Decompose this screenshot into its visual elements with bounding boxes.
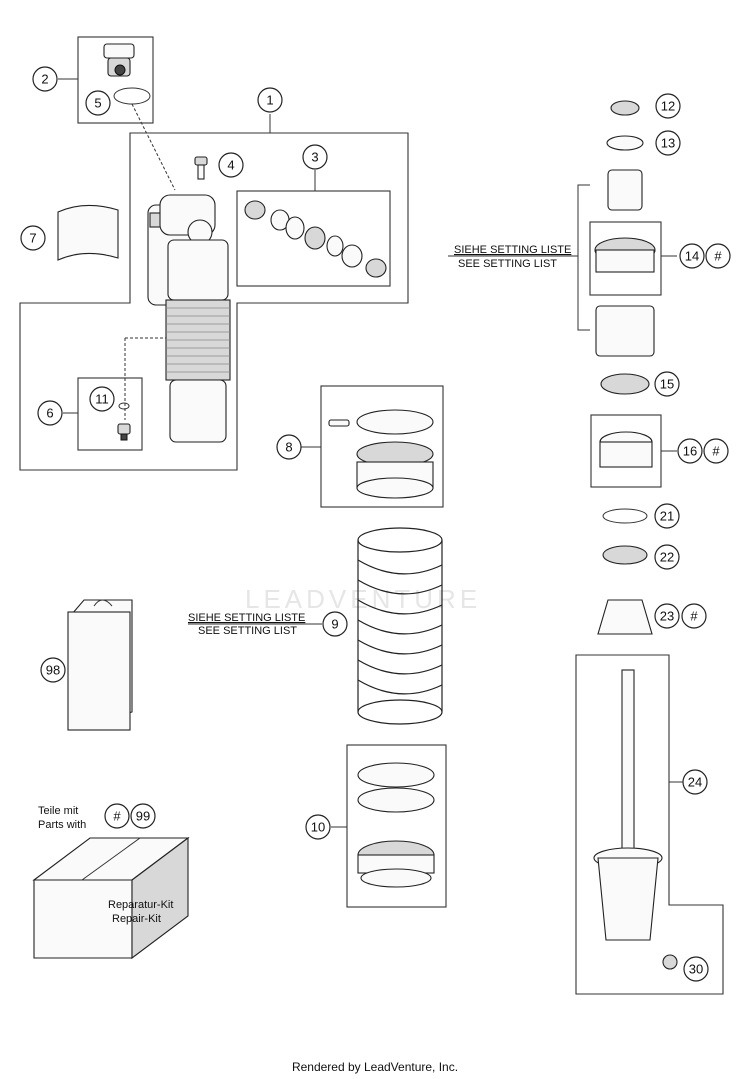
callout-98: 98 [40, 657, 66, 683]
seal-kit-parts [244, 200, 387, 278]
callout-12: 12 [655, 93, 681, 119]
hash-14: # [705, 243, 731, 269]
spring-adjuster-parts [328, 409, 434, 499]
svg-text:5: 5 [94, 96, 101, 111]
svg-text:30: 30 [689, 962, 703, 977]
shock-absorber-body [147, 194, 231, 443]
svg-text:22: 22 [660, 550, 674, 565]
repair-kit-box: Reparatur-Kit Repair-Kit [32, 836, 190, 960]
kit-label-en: Repair-Kit [112, 913, 161, 925]
parts-with-en: Parts with [38, 819, 86, 831]
svg-text:24: 24 [688, 775, 702, 790]
callout-9: 9 [322, 611, 348, 637]
svg-text:7: 7 [29, 231, 36, 246]
kit-label-de: Reparatur-Kit [108, 899, 173, 911]
box-item-10 [346, 744, 447, 908]
setting-note-de-1: SIEHE SETTING LISTE [454, 244, 571, 256]
svg-text:#: # [113, 809, 121, 824]
callout-4: 4 [218, 152, 244, 178]
svg-text:#: # [712, 444, 720, 459]
svg-text:99: 99 [136, 809, 150, 824]
svg-text:14: 14 [685, 249, 699, 264]
callout-30: 30 [683, 956, 709, 982]
o-ring-part [113, 87, 151, 105]
svg-text:23: 23 [660, 609, 674, 624]
watermark: LEADVENTURE [245, 584, 481, 614]
callout-1: 1 [257, 87, 283, 113]
setting-note-en-1: SEE SETTING LIST [458, 258, 557, 270]
svg-text:1: 1 [266, 93, 273, 108]
box-item-2 [77, 36, 154, 124]
svg-text:15: 15 [660, 377, 674, 392]
box-item-6 [77, 377, 143, 451]
callout-21: 21 [654, 503, 680, 529]
valve-part [117, 423, 131, 441]
callout-6: 6 [37, 400, 63, 426]
callout-8: 8 [276, 434, 302, 460]
coil-spring-part [357, 527, 443, 725]
svg-text:98: 98 [46, 663, 60, 678]
svg-text:9: 9 [331, 617, 338, 632]
hash-23: # [681, 603, 707, 629]
svg-text:6: 6 [46, 406, 53, 421]
setting-note-en-2: SEE SETTING LIST [198, 625, 297, 637]
svg-text:21: 21 [660, 509, 674, 524]
callout-14: 14 [679, 243, 705, 269]
footer-credit: Rendered by LeadVenture, Inc. [291, 1060, 459, 1074]
oil-can-part [67, 599, 133, 731]
right-column-parts [448, 100, 724, 995]
callout-2: 2 [32, 66, 58, 92]
setting-note-de-2: SIEHE SETTING LISTE [188, 612, 305, 624]
reservoir-cap-part [103, 43, 135, 77]
svg-text:12: 12 [661, 99, 675, 114]
svg-text:4: 4 [227, 158, 234, 173]
callout-99: 99 [130, 803, 156, 829]
svg-text:#: # [690, 609, 698, 624]
callout-5: 5 [85, 90, 111, 116]
svg-text:13: 13 [661, 136, 675, 151]
svg-text:3: 3 [311, 150, 318, 165]
callout-7: 7 [20, 225, 46, 251]
callout-15: 15 [654, 371, 680, 397]
svg-text:16: 16 [683, 444, 697, 459]
callout-16: 16 [677, 438, 703, 464]
callout-11: 11 [89, 386, 115, 412]
svg-text:10: 10 [311, 820, 325, 835]
box-item-3 [236, 190, 391, 287]
callout-24: 24 [682, 769, 708, 795]
spring-seat-parts [357, 762, 435, 888]
heat-shield-part [57, 204, 119, 261]
callout-10: 10 [305, 814, 331, 840]
hash-kit: # [104, 803, 130, 829]
callout-22: 22 [654, 544, 680, 570]
callout-23: 23 [654, 603, 680, 629]
washer-part [118, 402, 130, 410]
callout-13: 13 [655, 130, 681, 156]
hash-16: # [703, 438, 729, 464]
shock-body-group-outline [19, 132, 409, 471]
callout-3: 3 [302, 144, 328, 170]
svg-text:8: 8 [285, 440, 292, 455]
svg-text:#: # [714, 249, 722, 264]
bleed-screw-part [194, 156, 208, 180]
svg-text:11: 11 [95, 392, 109, 407]
svg-text:2: 2 [41, 72, 48, 87]
parts-with-de: Teile mit [38, 805, 78, 817]
